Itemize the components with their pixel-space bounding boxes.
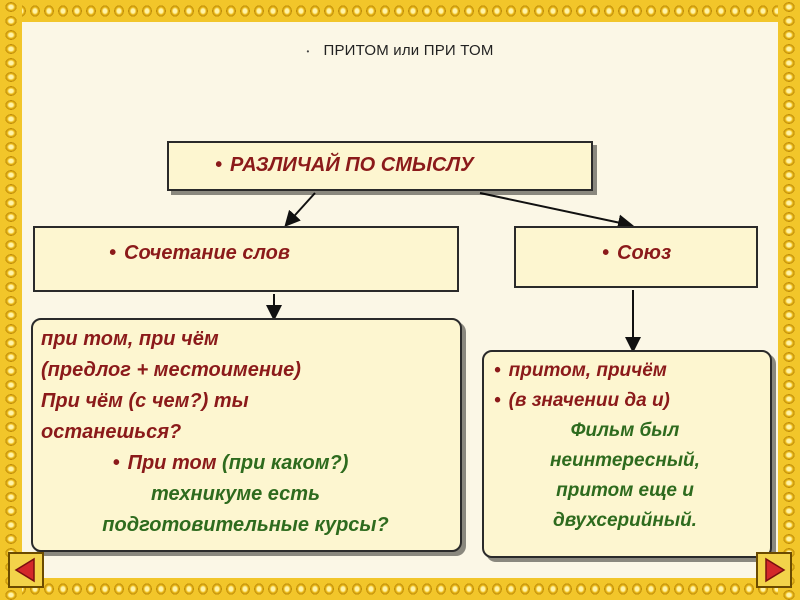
next-slide-button[interactable] bbox=[756, 552, 792, 588]
right-detail-box: • притом, причём • (в значении да и) Фильм… bbox=[482, 350, 772, 558]
arrow-root-to-left bbox=[284, 192, 316, 227]
detail-line: подготовительные курсы? bbox=[102, 514, 389, 536]
bullet-icon: • bbox=[306, 46, 310, 56]
detail-line-part: При том bbox=[127, 452, 217, 474]
triangle-left-icon bbox=[14, 557, 35, 583]
detail-line: При чём (с чем?) ты bbox=[41, 390, 249, 412]
root-concept-box: • РАЗЛИЧАЙ ПО СМЫСЛУ bbox=[167, 141, 593, 191]
detail-line: • притом, причём bbox=[494, 356, 770, 386]
right-branch-label: Союз bbox=[617, 242, 672, 264]
left-branch-label: Сочетание слов bbox=[124, 242, 290, 264]
detail-line: неинтересный, bbox=[550, 450, 700, 471]
chain-frame-top bbox=[0, 0, 800, 22]
detail-line: (предлог + местоимение) bbox=[41, 359, 301, 381]
bullet-icon: • bbox=[494, 360, 501, 381]
previous-slide-button[interactable] bbox=[8, 552, 44, 588]
left-detail-box: при том, при чём (предлог + местоимение)… bbox=[31, 318, 462, 552]
detail-line: притом еще и bbox=[556, 480, 694, 501]
bullet-icon: • bbox=[112, 452, 120, 474]
chain-frame-right bbox=[778, 0, 800, 600]
detail-line: при том, при чём bbox=[41, 328, 219, 350]
detail-line: двухсерийный. bbox=[553, 510, 697, 531]
right-branch-box: • Союз bbox=[514, 226, 758, 288]
chain-frame-left bbox=[0, 0, 22, 600]
root-concept-label: РАЗЛИЧАЙ ПО СМЫСЛУ bbox=[230, 154, 474, 176]
detail-line-part: (в значении да и) bbox=[508, 390, 670, 411]
detail-line: техникуме есть bbox=[151, 483, 320, 505]
detail-line: Фильм был bbox=[570, 420, 680, 441]
detail-line: • (в значении да и) bbox=[494, 386, 770, 416]
bullet-icon: • bbox=[109, 242, 117, 264]
arrow-root-to-right bbox=[479, 192, 634, 231]
slide-title: • ПРИТОМ или ПРИ ТОМ bbox=[0, 42, 800, 59]
chain-frame-bottom bbox=[0, 578, 800, 600]
bullet-icon: • bbox=[215, 154, 223, 176]
detail-line-part: притом, причём bbox=[508, 360, 667, 381]
detail-line-part: (при каком?) bbox=[216, 452, 349, 474]
slide-title-text: ПРИТОМ или ПРИ ТОМ bbox=[323, 42, 494, 59]
detail-line: • При том (при каком?) bbox=[41, 448, 460, 479]
bullet-icon: • bbox=[602, 242, 610, 264]
triangle-right-icon bbox=[765, 557, 786, 583]
left-branch-box: • Сочетание слов bbox=[33, 226, 459, 292]
bullet-icon: • bbox=[494, 390, 501, 411]
detail-line: останешься? bbox=[41, 421, 182, 443]
